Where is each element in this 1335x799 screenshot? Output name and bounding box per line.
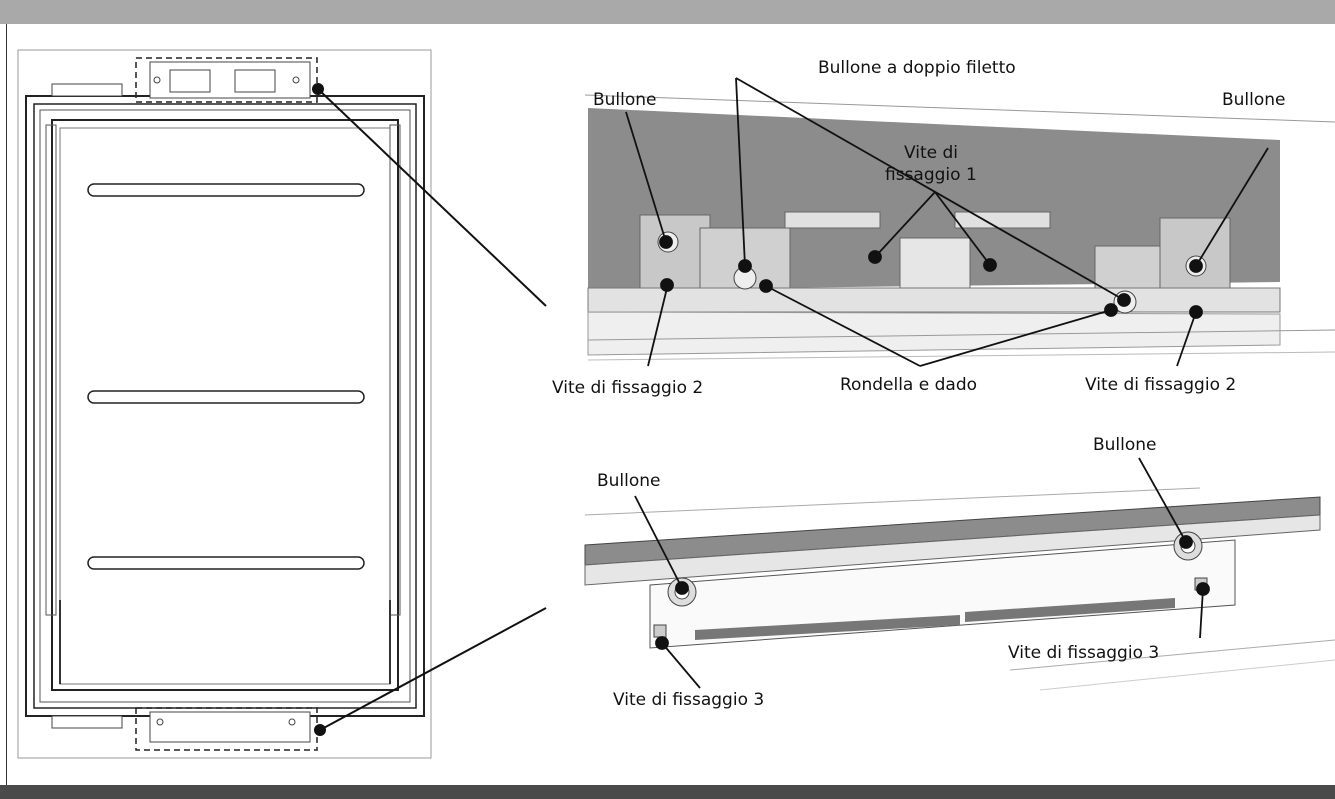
top-detail-box: [135, 57, 318, 103]
top-hinge-detail: [584, 94, 1335, 361]
left-border-line: [6, 24, 7, 785]
shelf-2: [87, 390, 365, 404]
bottom-callouts: [634, 457, 1210, 689]
bottom-bar: [0, 785, 1335, 799]
label-rondella-e-dado: Rondella e dado: [840, 375, 977, 395]
shelf-3: [87, 556, 365, 570]
bottom-bracket-detail: [584, 487, 1335, 691]
label-vite-fissaggio-1-line1: Vite di: [904, 143, 958, 163]
label-vite-fissaggio-3-right: Vite di fissaggio 3: [1008, 643, 1159, 663]
top-bar: [0, 0, 1335, 24]
label-vite-fissaggio-2-right: Vite di fissaggio 2: [1085, 375, 1236, 395]
label-bullone-bottom-right: Bullone: [1093, 435, 1157, 455]
label-bullone-bottom-left: Bullone: [597, 471, 661, 491]
label-bullone-doppio-filetto: Bullone a doppio filetto: [818, 58, 1016, 78]
label-bullone-top-right: Bullone: [1222, 90, 1286, 110]
top-callouts: [625, 77, 1269, 367]
label-bullone-top-left: Bullone: [593, 90, 657, 110]
label-vite-fissaggio-1-line2: fissaggio 1: [885, 165, 977, 185]
shelf-1: [87, 183, 365, 197]
door-overview: [17, 49, 432, 759]
label-vite-fissaggio-2-left: Vite di fissaggio 2: [552, 378, 703, 398]
label-vite-fissaggio-3-left: Vite di fissaggio 3: [613, 690, 764, 710]
